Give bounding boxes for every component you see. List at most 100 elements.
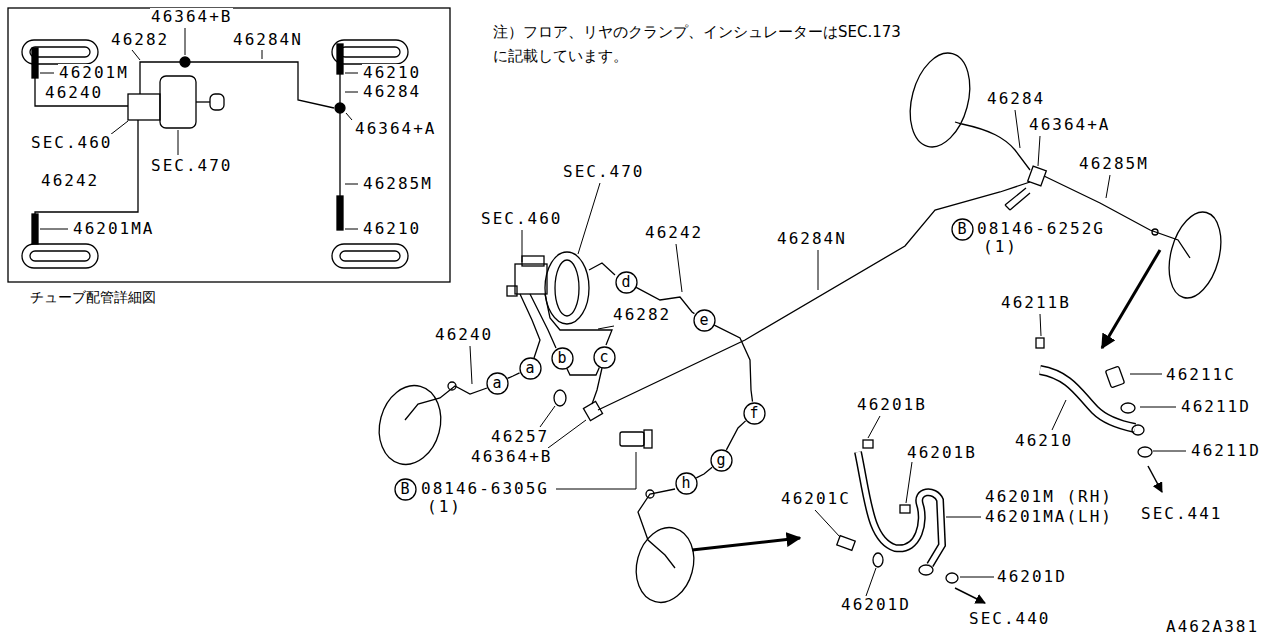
- brake-disc: [371, 46, 1230, 609]
- part-label: 46364+A: [1028, 116, 1111, 134]
- circle-outline: [711, 450, 732, 471]
- part-label: 46201C: [780, 490, 852, 508]
- brake-booster: [522, 256, 544, 266]
- brake-booster: [545, 252, 589, 324]
- direction-arrow: [1148, 466, 1162, 492]
- circled-letter: d: [615, 271, 638, 294]
- fitting: [1005, 188, 1030, 210]
- brake-disc: [1160, 206, 1229, 303]
- part-label: 46201D: [840, 596, 912, 614]
- inset-booster: [128, 76, 224, 128]
- brake-tube: [405, 122, 1190, 568]
- leader-line: [818, 250, 819, 290]
- inset-wheel: [22, 244, 98, 268]
- part-label: SEC.470: [150, 157, 233, 175]
- fitting: [646, 490, 654, 498]
- circled-letter: B: [951, 218, 974, 241]
- part-label: 46282: [612, 306, 672, 324]
- part-label: 46364+B: [150, 8, 233, 26]
- part-label: 46201M (RH): [984, 488, 1114, 506]
- inset-hose: [337, 196, 343, 230]
- inset-connector: [180, 57, 190, 67]
- part-label: SEC.441: [1140, 505, 1223, 523]
- part-label: 46210: [362, 220, 422, 238]
- brake-tube: [1044, 176, 1190, 258]
- part-label: 46242: [40, 172, 100, 190]
- part-label: 46210: [362, 64, 422, 82]
- circled-letter: f: [743, 402, 766, 425]
- brake-hose: [900, 505, 910, 513]
- part-label: 46284: [986, 90, 1046, 108]
- brake-tube: [696, 467, 712, 478]
- inset-wheel: [332, 244, 408, 268]
- circle-outline: [616, 272, 637, 293]
- circle-letter: c: [593, 346, 616, 369]
- inset-tube: [339, 74, 340, 196]
- part-label: 46211D: [1190, 442, 1262, 460]
- brake-hose: [1036, 338, 1044, 348]
- leader-line: [345, 73, 358, 74]
- leader-line: [1153, 451, 1186, 452]
- direction-arrow: [955, 588, 985, 603]
- inset-hose: [337, 44, 343, 74]
- part-label: SEC.440: [968, 610, 1051, 628]
- part-label: SEC.470: [562, 163, 645, 181]
- direction-arrow: [692, 538, 800, 550]
- part-label: 46364+A: [354, 120, 437, 138]
- brake-hose: [919, 565, 933, 575]
- brake-booster: [515, 264, 547, 294]
- leader-line: [578, 183, 600, 254]
- brake-tube: [726, 421, 745, 450]
- inset-booster: [210, 94, 224, 110]
- leader-line: [178, 130, 179, 155]
- part-label: 46201B: [856, 396, 928, 414]
- leader-line: [1130, 374, 1162, 375]
- inset-hose: [32, 214, 38, 244]
- circled-letter: B: [394, 478, 417, 501]
- brake-tube: [955, 122, 1030, 170]
- fitting: [1152, 229, 1158, 235]
- fitting: [448, 382, 456, 390]
- fitting: [583, 401, 602, 420]
- circle-letter: a: [486, 372, 509, 395]
- circle-outline: [952, 219, 973, 240]
- brake-hose: [858, 452, 942, 565]
- inset-connector: [180, 57, 345, 113]
- part-label: 46284N: [232, 31, 304, 49]
- brake-booster: [507, 286, 517, 296]
- leader-line: [132, 50, 140, 60]
- circle-outline: [744, 403, 765, 424]
- inset-wheel: [30, 251, 90, 261]
- inset-wheel: [30, 47, 90, 57]
- leader-line: [866, 568, 876, 596]
- part-label: 46201B: [906, 444, 978, 462]
- inset-booster: [196, 101, 210, 102]
- part-label: 46210: [1014, 432, 1074, 450]
- part-label: 08146-6252G: [976, 220, 1106, 238]
- brake-hose: [1105, 366, 1124, 388]
- circle-letter: b: [551, 347, 574, 370]
- leader-line: [185, 28, 186, 55]
- leader-line: [815, 510, 840, 537]
- circle-outline: [552, 348, 573, 369]
- leader-line: [346, 113, 352, 120]
- leader-line: [1052, 400, 1066, 430]
- circled-letter: a: [486, 372, 509, 395]
- circle-letter: d: [615, 271, 638, 294]
- part-label: (1): [982, 238, 1019, 256]
- circle-outline: [395, 479, 416, 500]
- brake-tube: [530, 294, 556, 348]
- leader-line: [556, 452, 636, 489]
- brake-booster: [507, 252, 589, 324]
- fitting: [448, 166, 1158, 498]
- brake-disc: [901, 46, 980, 153]
- leader-line: [522, 230, 523, 262]
- part-label: 46211C: [1165, 366, 1237, 384]
- brake-hose: [1121, 403, 1135, 413]
- part-label: 46285M: [362, 175, 434, 193]
- inset-wheel: [340, 251, 400, 261]
- brake-tube: [589, 263, 615, 275]
- brake-disc: [628, 521, 702, 609]
- fitting: [554, 390, 566, 406]
- inset-hose: [32, 48, 38, 78]
